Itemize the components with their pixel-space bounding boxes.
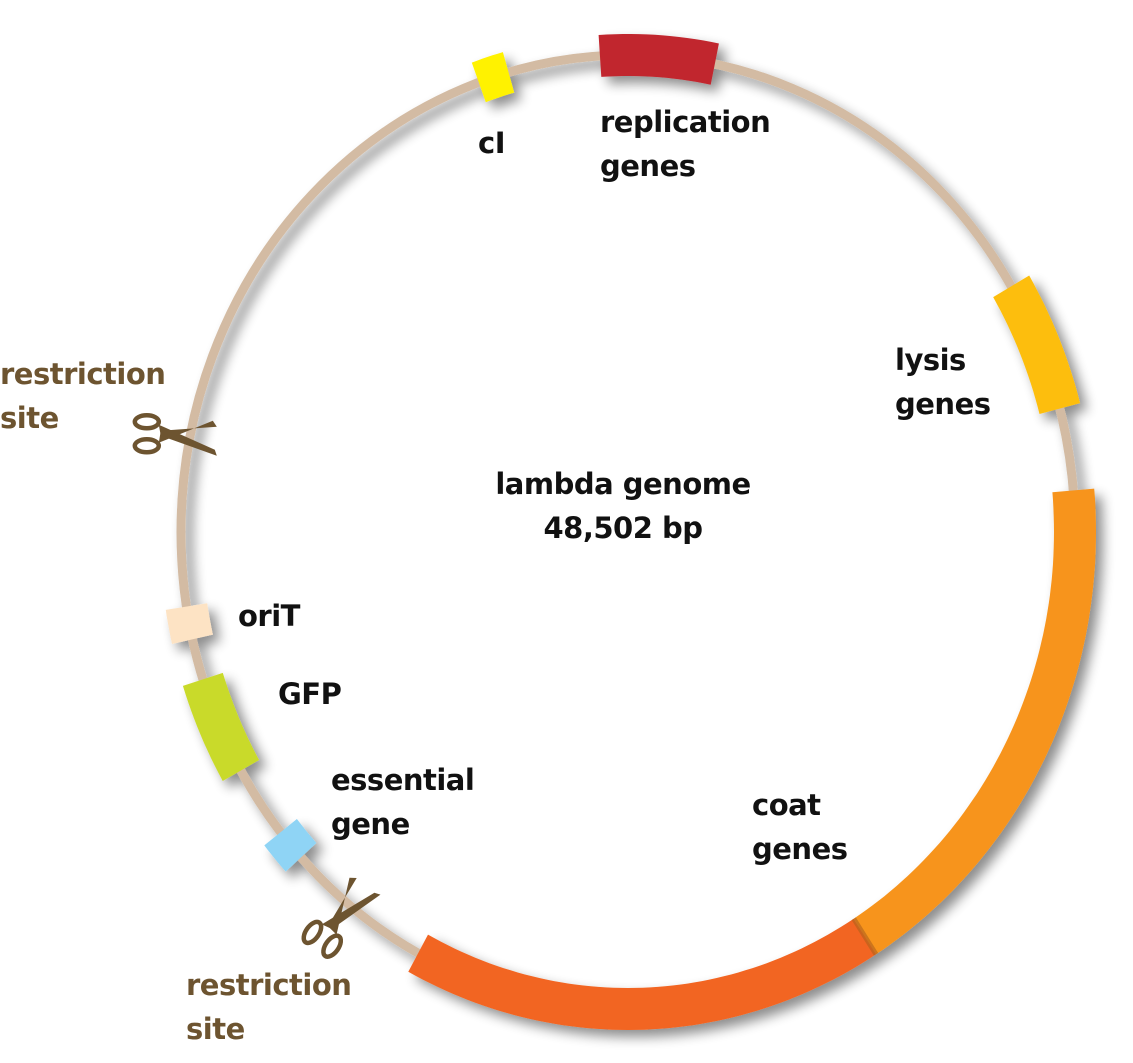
gene-segment-coat2	[408, 918, 876, 1030]
label-replication-genes: replication genes	[600, 100, 771, 188]
label-ci-line: cI	[478, 126, 505, 160]
label-line: gene	[331, 807, 410, 841]
scissors-icon	[301, 877, 381, 959]
label-orit: oriT	[238, 594, 300, 638]
label-gfp: GFP	[278, 672, 342, 716]
label-essential-gene: essential gene	[331, 758, 475, 846]
label-line: site	[186, 1012, 245, 1046]
coat-band-seam	[851, 917, 879, 956]
gene-segment-orit	[165, 603, 213, 644]
label-lysis-genes: lysis genes	[895, 338, 991, 426]
label-line: site	[0, 401, 59, 435]
genome-name: lambda genome	[495, 467, 751, 501]
genome-title: lambda genome 48,502 bp	[468, 462, 778, 550]
gene-segment-coat	[853, 488, 1096, 955]
label-restriction-site-bottom: restriction site	[186, 963, 352, 1051]
label-line: restriction	[186, 968, 352, 1002]
label-restriction-site-left: restriction site	[0, 352, 166, 440]
label-line: replication	[600, 105, 771, 139]
label-line: essential	[331, 763, 475, 797]
gene-segment-essential	[264, 819, 317, 872]
gene-segment-replication	[598, 34, 719, 85]
label-line: lysis	[895, 343, 966, 377]
genome-size: 48,502 bp	[543, 511, 703, 545]
label-line: genes	[895, 387, 991, 421]
label-line: oriT	[238, 599, 300, 633]
gene-segment-lysis	[993, 275, 1081, 414]
label-line: GFP	[278, 677, 342, 711]
label-line: restriction	[0, 357, 166, 391]
label-line: genes	[752, 832, 848, 866]
label-ci: cI	[478, 121, 505, 165]
label-coat-genes: coat genes	[752, 783, 848, 871]
gene-segment-gfp	[182, 672, 260, 781]
scissors-icon	[132, 413, 217, 456]
label-line: coat	[752, 788, 821, 822]
gene-segment-cI	[471, 52, 515, 103]
label-line: genes	[600, 149, 696, 183]
